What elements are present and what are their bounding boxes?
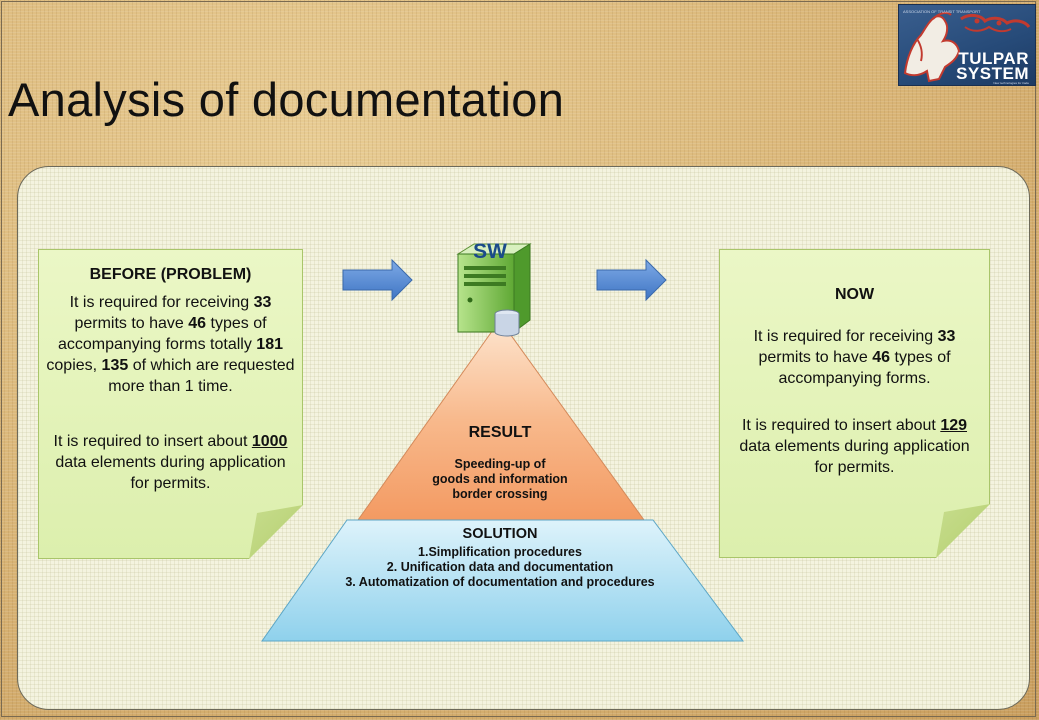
server-icon: [456, 243, 532, 337]
result-line: Speeding-up of: [454, 457, 546, 471]
logo-brand-line1: TULPAR: [958, 49, 1029, 68]
result-heading: RESULT: [468, 424, 532, 441]
logo-small-text: ASSOCIATION OF TRANSIT TRANSPORT: [903, 9, 981, 14]
result-line: goods and information: [432, 472, 568, 486]
before-heading: BEFORE (PROBLEM): [89, 266, 252, 283]
horse-emblem-icon: [903, 11, 1031, 83]
slide-title: Analysis of documentation: [8, 73, 565, 126]
before-paragraph-1: It is required for receiving 33 permits …: [46, 294, 295, 395]
arrow-right-icon: [596, 258, 667, 302]
before-paragraph-2: It is required to insert about 1000 data…: [53, 433, 288, 492]
now-heading: NOW: [834, 286, 875, 303]
logo-tagline: New technologies for trade: [993, 81, 1029, 85]
now-paragraph-1: It is required for receiving 33 permits …: [753, 328, 956, 387]
result-text: Speeding-up of goods and information bor…: [400, 457, 600, 502]
solution-heading: SOLUTION: [462, 526, 538, 542]
solution-item: 3. Automatization of documentation and p…: [345, 575, 655, 589]
solution-item: 2. Unification data and documentation: [386, 560, 614, 574]
arrow-right-icon: [342, 258, 413, 302]
now-paragraph-2: It is required to insert about 129 data …: [739, 417, 970, 476]
result-line: border crossing: [452, 487, 548, 501]
solution-item: 1.Simplification procedures: [418, 545, 582, 559]
before-note: BEFORE (PROBLEM) It is required for rece…: [38, 249, 303, 559]
solution-trapezoid: [261, 519, 744, 642]
tulpar-logo: ASSOCIATION OF TRANSIT TRANSPORT TULPAR …: [898, 4, 1036, 86]
now-note: NOW It is required for receiving 33 perm…: [719, 249, 990, 558]
server-label: SW: [473, 240, 507, 263]
logo-brand-line2: SYSTEM: [956, 64, 1029, 83]
